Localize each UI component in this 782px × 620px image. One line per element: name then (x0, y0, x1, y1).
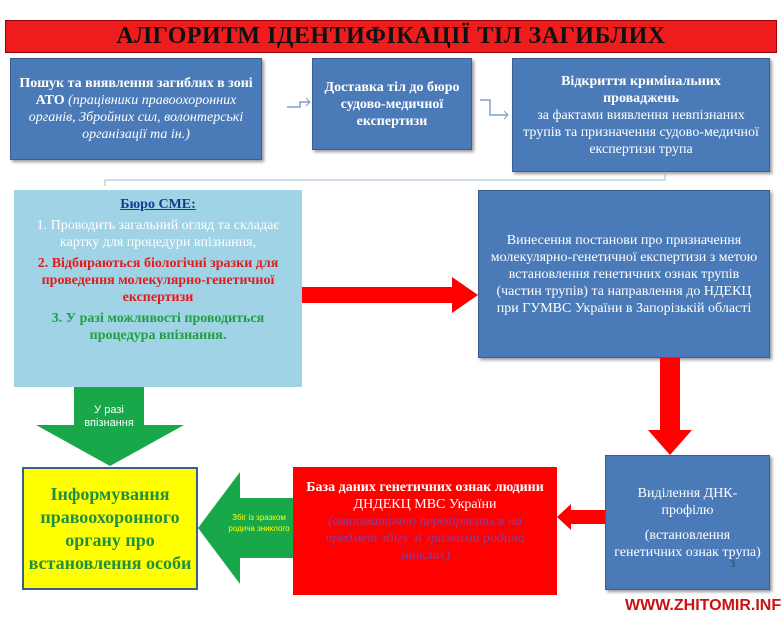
sme-item-1: 1. Проводить загальний огляд та складає … (36, 218, 280, 250)
database-box: База даних генетичних ознак людини ДНДЕК… (293, 467, 557, 595)
watermark: WWW.ZHITOMIR.INFO (622, 597, 782, 615)
green-arrow-left (198, 472, 293, 584)
title-text: АЛГОРИТМ ІДЕНТИФІКАЦІЇ ТІЛ ЗАГИБЛИХ (116, 23, 666, 49)
step-criminal-text: за фактами виявлення невпізнаних трупів … (523, 107, 759, 157)
green-arrow-down (36, 387, 184, 466)
step-criminal-box: Відкриття кримінальних проваджень за фак… (512, 58, 770, 172)
dna-profile-box: Виділення ДНК-профілю (встановлення гене… (605, 455, 770, 590)
inform-text: Інформування правоохоронного органу про … (28, 483, 192, 573)
step-search-box: Пошук та виявлення загиблих в зоні АТО (… (10, 58, 262, 160)
dna-subtitle: (встановлення генетичних ознак трупа) (614, 527, 761, 560)
step-search-bold: Пошук та виявлення загиблих в зоні АТО (19, 76, 253, 108)
resolution-text: Винесення постанови про призначення моле… (490, 232, 758, 316)
database-bold: База даних генетичних ознак людини (306, 480, 544, 495)
connector-line-3 (104, 172, 666, 186)
step-criminal-bold: Відкриття кримінальних проваджень (561, 73, 721, 106)
sme-heading: Бюро СМЕ: (120, 197, 196, 212)
page-number: 3 (730, 559, 736, 569)
sme-item-3: 3. У разі можливості проводиться процеду… (51, 311, 265, 343)
diagram-title: АЛГОРИТМ ІДЕНТИФІКАЦІЇ ТІЛ ЗАГИБЛИХ (5, 20, 777, 53)
arrow-identified-label: У разі впізнання (84, 404, 134, 429)
database-italic: (автоматично перевіряється на предмет зб… (325, 514, 525, 563)
arrow-match-label: Збіг із зразком родича зниклого (228, 513, 290, 533)
dna-title: Виділення ДНК-профілю (637, 485, 738, 518)
database-normal: ДНДЕКЦ МВС України (353, 497, 497, 512)
step-delivery-text: Доставка тіл до бюро судово-медичної екс… (324, 79, 460, 129)
sme-item-2: 2. Відбираються біологічні зразки для пр… (37, 256, 279, 305)
resolution-box: Винесення постанови про призначення моле… (478, 190, 770, 358)
connector-arrow-2 (480, 99, 509, 120)
sme-bureau-box: Бюро СМЕ: 1. Проводить загальний огляд т… (14, 190, 302, 387)
connector-arrow-1 (287, 97, 311, 108)
step-search-italic: (працівники правоохоронних органів, Збро… (28, 93, 244, 142)
red-arrow-down (648, 358, 692, 455)
inform-box: Інформування правоохоронного органу про … (22, 467, 198, 590)
red-arrow-right (302, 277, 478, 313)
red-arrow-left (557, 504, 607, 530)
step-delivery-box: Доставка тіл до бюро судово-медичної екс… (312, 58, 472, 150)
